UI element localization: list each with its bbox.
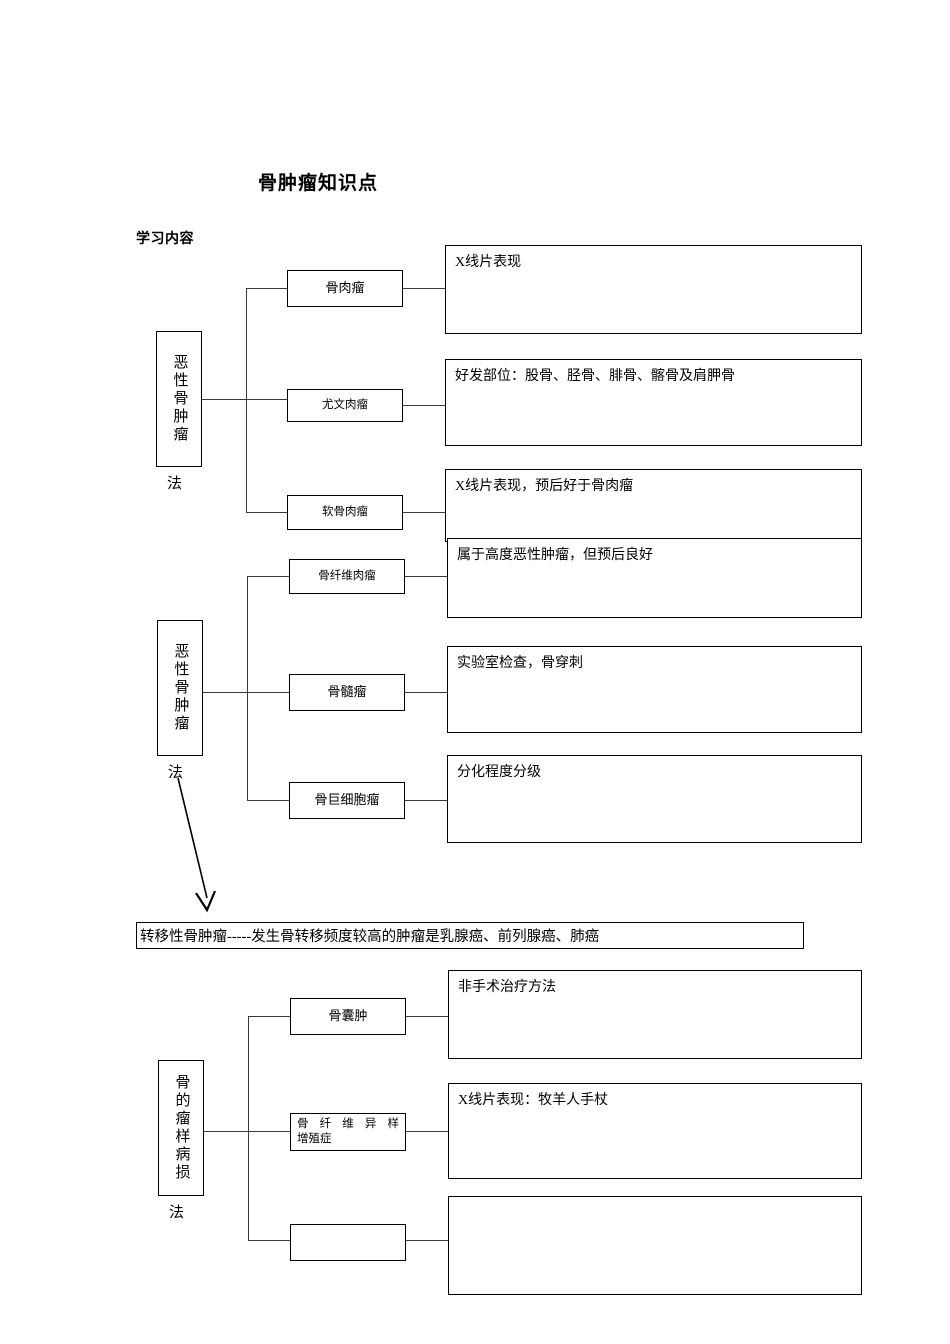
- tree2-node-1: 骨纤维肉瘤: [289, 559, 405, 594]
- tree2-root-suffix: 法: [168, 765, 184, 781]
- tree3-description-2: X线片表现：牧羊人手杖: [448, 1083, 862, 1179]
- tree2-branch2-connector: [247, 692, 289, 693]
- tree1-root-stem: [202, 399, 246, 400]
- tree3-description-1: 非手术治疗方法: [448, 970, 862, 1059]
- tree1-spine: [246, 288, 247, 512]
- tree3-node-1: 骨囊肿: [290, 998, 406, 1035]
- tree3-spine: [248, 1016, 249, 1240]
- tree3-branch3-link: [406, 1240, 448, 1241]
- tree3-branch2-link: [406, 1131, 448, 1132]
- tree3-node-2-line1: 骨 纤 维 异 样: [297, 1118, 399, 1131]
- down-arrow-icon: [177, 777, 217, 913]
- tree1-root-label: 恶性骨肿瘤: [171, 354, 188, 444]
- tree2-description-3: 分化程度分级: [447, 755, 862, 843]
- metastatic-bone-tumor-banner: 转移性骨肿瘤-----发生骨转移频度较高的肿瘤是乳腺癌、前列腺癌、肺癌: [136, 922, 804, 949]
- tree2-root-stem: [203, 692, 247, 693]
- tree1-node-1: 骨肉瘤: [287, 270, 403, 307]
- tree2-branch1-link: [405, 576, 447, 577]
- tree2-description-2: 实验室检查，骨穿刺: [447, 646, 862, 733]
- page-title: 骨肿瘤知识点: [258, 173, 379, 194]
- tree2-root-label: 恶性骨肿瘤: [172, 643, 189, 733]
- tree3-node-2-line2: 增殖症: [297, 1133, 332, 1145]
- tree3-branch1-link: [406, 1016, 448, 1017]
- tree3-root-label: 骨的瘤样病损: [173, 1074, 190, 1182]
- tree1-branch2-link: [403, 405, 445, 406]
- tree1-root-suffix: 法: [167, 476, 183, 492]
- tree1-description-1: X线片表现: [445, 245, 862, 334]
- tree3-branch2-connector: [248, 1131, 290, 1132]
- tree2-description-1: 属于高度恶性肿瘤，但预后良好: [447, 538, 862, 618]
- tree2-node-3: 骨巨细胞瘤: [289, 782, 405, 819]
- tree2-node-2: 骨髓瘤: [289, 674, 405, 711]
- tree1-description-3: X线片表现，预后好于骨肉瘤: [445, 469, 862, 542]
- tree3-root-node: 骨的瘤样病损: [158, 1060, 204, 1196]
- tree2-branch3-link: [405, 800, 447, 801]
- tree3-node-2: 骨 纤 维 异 样 增殖症: [290, 1113, 406, 1151]
- tree1-branch1-link: [403, 288, 445, 289]
- tree3-description-3: [448, 1196, 862, 1295]
- tree2-spine: [247, 576, 248, 800]
- tree3-node-3: [290, 1224, 406, 1261]
- section-heading-study-content: 学习内容: [136, 232, 194, 247]
- tree3-root-suffix: 法: [169, 1205, 185, 1221]
- tree1-branch3-link: [403, 512, 445, 513]
- tree1-node-3: 软骨肉瘤: [287, 495, 403, 530]
- tree3-branch3-connector: [248, 1240, 290, 1241]
- tree2-branch3-connector: [247, 800, 289, 801]
- tree2-root-node: 恶性骨肿瘤: [157, 620, 203, 756]
- tree1-description-2: 好发部位：股骨、胫骨、腓骨、髂骨及肩胛骨: [445, 359, 862, 446]
- tree1-root-node: 恶性骨肿瘤: [156, 331, 202, 467]
- tree1-branch2-connector: [246, 399, 287, 400]
- tree2-branch2-link: [405, 692, 447, 693]
- tree2-branch1-connector: [247, 576, 289, 577]
- tree1-branch3-connector: [246, 512, 287, 513]
- tree3-branch1-connector: [248, 1016, 290, 1017]
- tree1-node-2: 尤文肉瘤: [287, 389, 403, 422]
- tree1-branch1-connector: [246, 288, 287, 289]
- tree3-root-stem: [204, 1131, 248, 1132]
